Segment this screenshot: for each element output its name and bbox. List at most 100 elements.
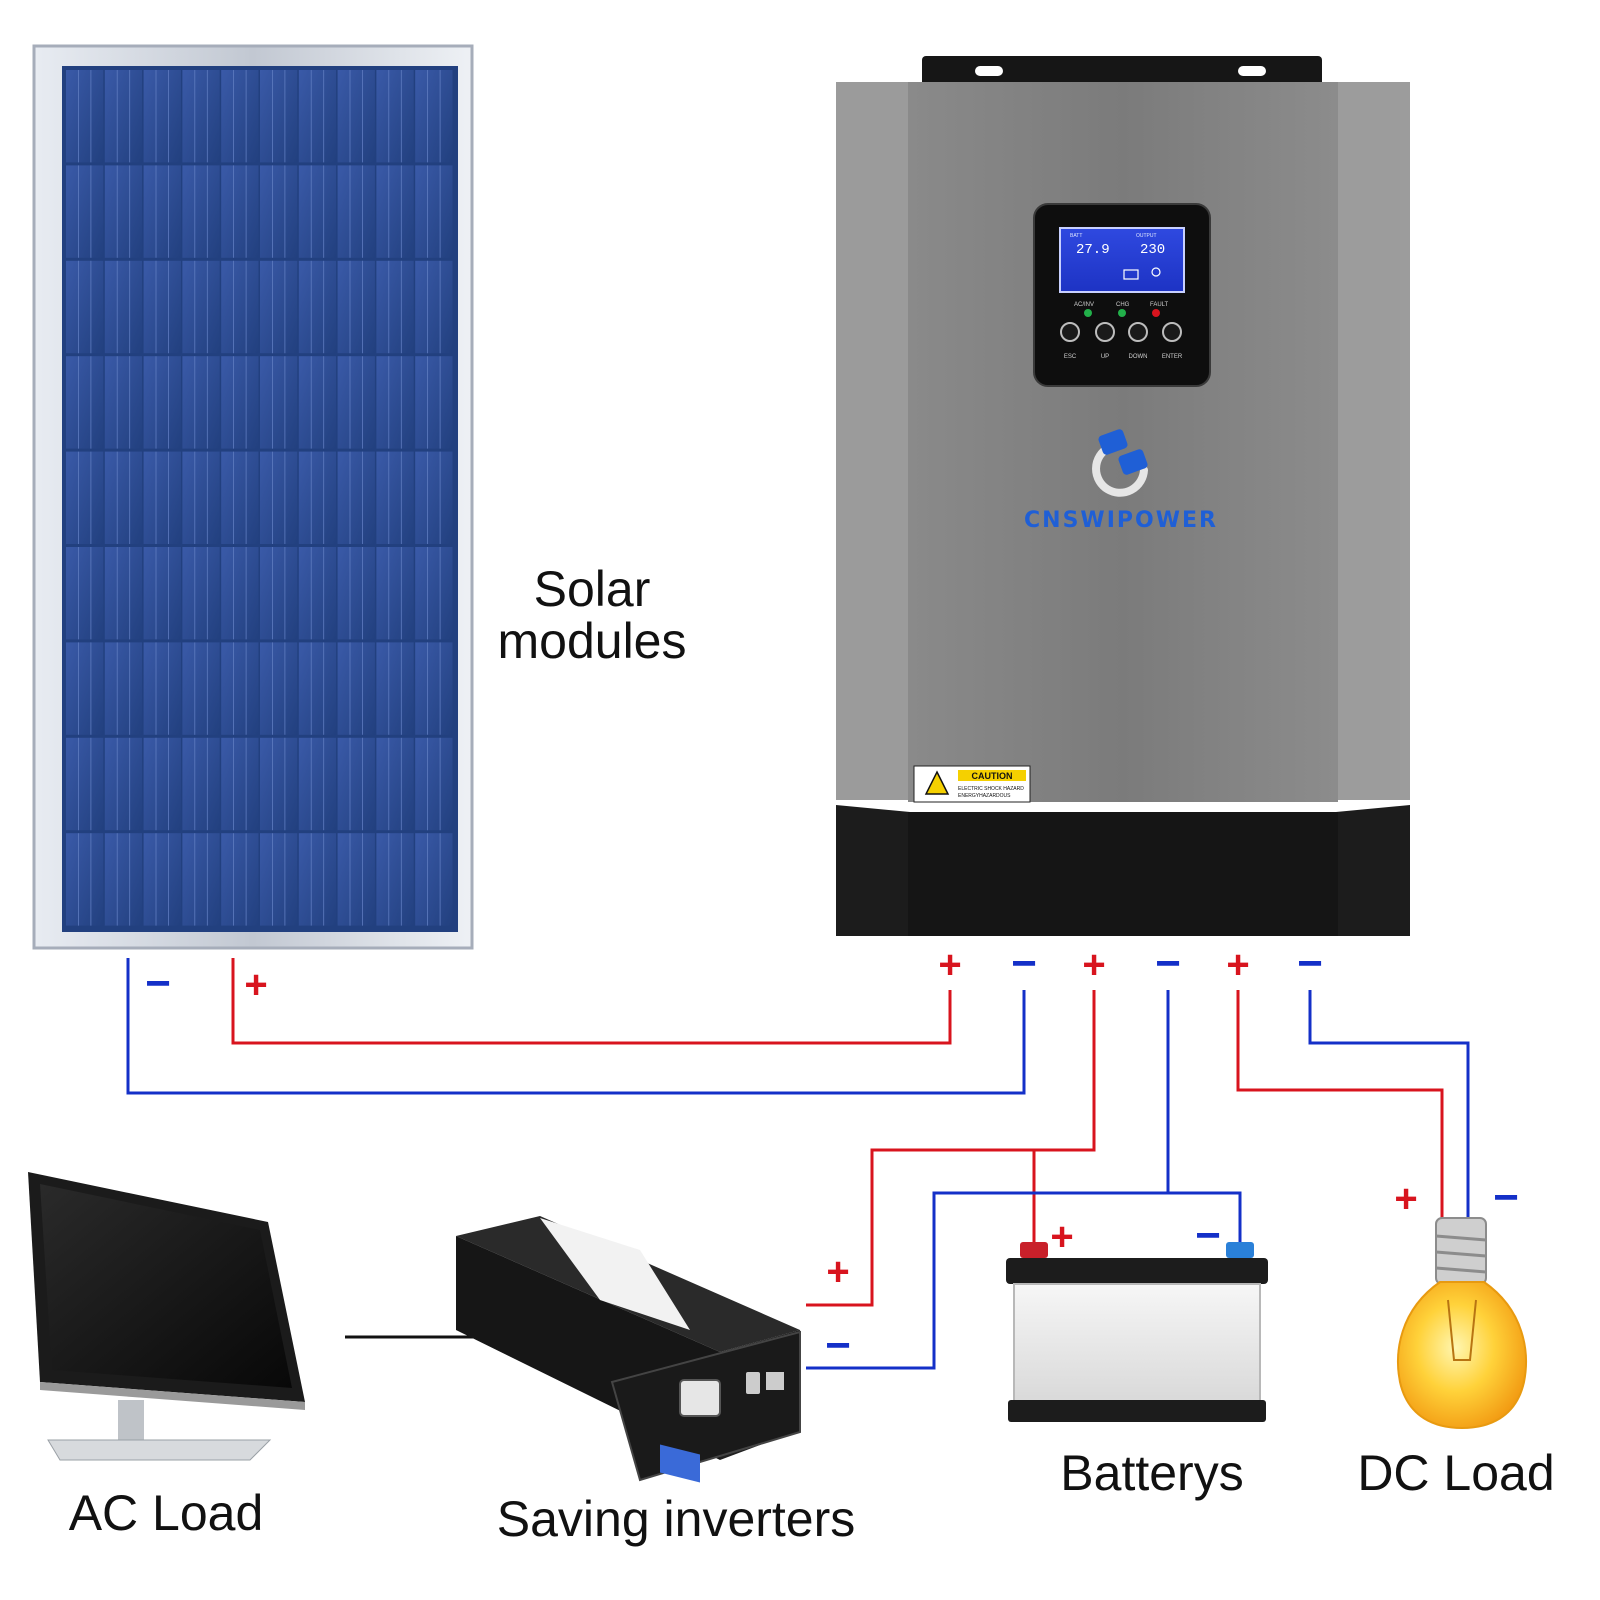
enter-button[interactable] xyxy=(1162,322,1182,342)
ac-load-monitor xyxy=(28,1172,305,1461)
indicator-fault-label: FAULT xyxy=(1150,302,1169,308)
solar-cell xyxy=(260,547,298,640)
caution-line2: ENERGYHAZARDOUS xyxy=(958,793,1011,799)
battery-plus-sign: + xyxy=(1050,1215,1073,1259)
solar-cell xyxy=(221,165,259,258)
solar-cell xyxy=(298,165,337,258)
battery-body xyxy=(1013,1283,1261,1403)
solar-cell xyxy=(298,70,337,163)
solar-cell xyxy=(415,833,453,926)
dc-load-minus-sign: − xyxy=(1493,1173,1519,1222)
solar-cell xyxy=(260,70,298,163)
battery-negative-wire xyxy=(1166,990,1242,1245)
solar-cell xyxy=(104,737,143,831)
battery-lid xyxy=(1006,1258,1268,1284)
esc-button[interactable] xyxy=(1060,322,1080,342)
monitor-stand-base xyxy=(47,1439,272,1461)
inverter-pv-plus-sign: + xyxy=(938,943,961,987)
solar-cell xyxy=(260,642,298,735)
solar-cell xyxy=(337,833,375,926)
solar-cell xyxy=(260,737,298,831)
battery-minus-sign: − xyxy=(1195,1211,1221,1260)
warning-triangle-icon xyxy=(924,770,950,795)
solar-cell xyxy=(376,451,414,544)
bulb-thread-2 xyxy=(1435,1250,1487,1258)
solar-cell xyxy=(337,451,375,544)
solar-cell xyxy=(376,356,414,449)
monitor-bezel-bottom xyxy=(40,1382,305,1410)
solar-cell xyxy=(104,260,143,354)
solar-cell xyxy=(104,356,143,449)
bulb-thread-3 xyxy=(1435,1266,1487,1274)
solar-cell xyxy=(337,547,375,640)
enter-button-label: ENTER xyxy=(1162,354,1183,360)
down-button-label: DOWN xyxy=(1129,354,1148,360)
polarity-markers: − + + − + − + − + − + − + − xyxy=(145,939,1519,1370)
solar-cell xyxy=(415,547,453,640)
solar-cell xyxy=(221,547,259,640)
solar-cell xyxy=(143,165,181,258)
solar-cell xyxy=(221,70,259,163)
solar-minus-sign: − xyxy=(145,959,171,1008)
down-button[interactable] xyxy=(1128,322,1148,342)
solar-cell xyxy=(415,737,453,831)
esc-button-label: ESC xyxy=(1064,354,1077,360)
solar-cell xyxy=(415,451,453,544)
indicator-ac-inv-led xyxy=(1084,309,1092,317)
saving-inverter-minus-sign: − xyxy=(825,1321,851,1370)
up-button-label: UP xyxy=(1101,354,1109,360)
indicator-row: AC/INV CHG FAULT xyxy=(1074,302,1169,317)
ac-load-label: AC Load xyxy=(69,1485,264,1541)
solar-cell xyxy=(376,70,414,163)
solar-cell xyxy=(415,165,453,258)
solar-cell xyxy=(182,547,220,640)
solar-cell xyxy=(221,451,259,544)
solar-cell xyxy=(66,833,104,926)
solar-cell xyxy=(143,451,181,544)
solar-cell xyxy=(182,833,220,926)
solar-cell xyxy=(104,642,143,735)
solar-cell xyxy=(182,260,220,354)
solar-cell xyxy=(66,737,104,831)
solar-cell xyxy=(182,642,220,735)
solar-cell xyxy=(182,165,220,258)
battery-base xyxy=(1008,1400,1266,1422)
brand-logo-icon xyxy=(1092,429,1148,497)
solar-cell xyxy=(298,642,337,735)
indicator-ac-inv-label: AC/INV xyxy=(1074,302,1094,308)
bracket-slot-right xyxy=(1238,66,1266,76)
solar-cell xyxy=(221,737,259,831)
solar-cell xyxy=(376,547,414,640)
wiring xyxy=(126,958,1470,1370)
solar-cell xyxy=(221,260,259,354)
solar-cell xyxy=(182,70,220,163)
saving-inverter-display xyxy=(660,1444,700,1483)
solar-cell xyxy=(415,356,453,449)
saving-inverter-label-strip xyxy=(540,1218,690,1330)
inverter-load-plus-sign: + xyxy=(1226,943,1249,987)
indicator-chg-led xyxy=(1118,309,1126,317)
up-button[interactable] xyxy=(1095,322,1115,342)
solar-plus-sign: + xyxy=(244,963,267,1007)
dc-load-positive-wire xyxy=(1236,990,1444,1218)
inverter-load-minus-sign: − xyxy=(1297,939,1323,988)
bulb-filament xyxy=(1447,1299,1477,1361)
solar-cell xyxy=(104,165,143,258)
solar-cell xyxy=(298,737,337,831)
monitor-screen xyxy=(40,1184,292,1388)
solar-cell xyxy=(376,642,414,735)
solar-cell xyxy=(260,165,298,258)
solar-cell xyxy=(337,737,375,831)
lcd-bulb-icon xyxy=(1151,267,1161,277)
solar-positive-wire xyxy=(231,958,952,1045)
solar-cell xyxy=(143,547,181,640)
solar-cell-grid xyxy=(66,70,453,926)
solar-cell xyxy=(66,165,104,258)
dc-load-plus-sign: + xyxy=(1394,1177,1417,1221)
lcd-output-value: 230 xyxy=(1140,242,1165,258)
bulb-base xyxy=(1435,1217,1487,1285)
saving-inverter-plus-sign: + xyxy=(826,1250,849,1294)
battery-positive-wire xyxy=(1032,990,1096,1245)
solar-cell xyxy=(376,165,414,258)
inverter-button-row: ESC UP DOWN ENTER xyxy=(1060,322,1183,360)
